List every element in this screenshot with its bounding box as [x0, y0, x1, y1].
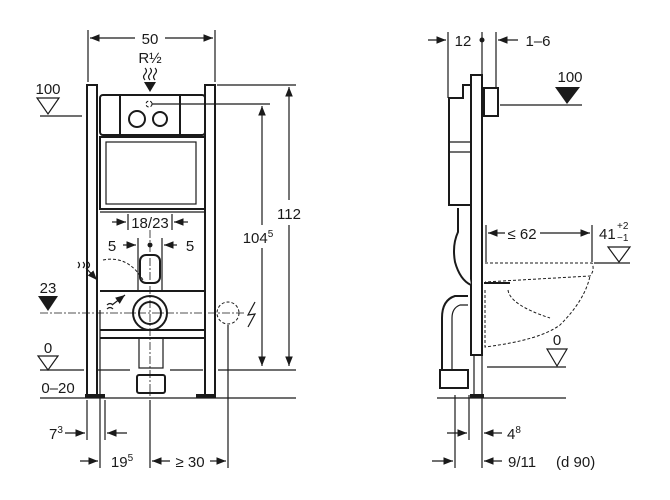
level-marker-open-icon	[35, 97, 61, 116]
width-label: 50	[142, 31, 159, 48]
floor-range-label: 0–20	[41, 380, 74, 397]
side-view: 12 1–6 100 ≤ 62 41 +2 −1 0	[428, 32, 632, 471]
seat-tolerance-plus: +2	[617, 221, 629, 232]
pipe-diameter-label: (d 90)	[556, 454, 595, 471]
level-marker-filled-icon	[38, 296, 58, 311]
level-0-label: 0	[44, 340, 52, 357]
level-100-label: 100	[35, 81, 60, 98]
height-112-label: 112	[277, 206, 301, 223]
pipe-offset-label: 9/11	[508, 454, 536, 471]
front-view: 50 R½ 100	[35, 30, 301, 471]
cistern-side	[448, 84, 472, 206]
frame-post-left	[86, 84, 98, 396]
electric-connection	[216, 301, 240, 325]
seat-tolerance-minus: −1	[617, 233, 629, 244]
depth-front-label: 12	[455, 33, 472, 50]
wc-seat-outline	[484, 262, 594, 283]
spacing-18-23-label: 18/23	[131, 215, 169, 232]
lightning-icon	[246, 301, 257, 328]
depth-panel-label: 1–6	[525, 33, 550, 50]
seat-height-label: 41	[599, 226, 616, 243]
level-marker-open-icon	[545, 348, 569, 368]
frame-side	[470, 74, 483, 356]
foot-offset-label: 73	[49, 425, 63, 443]
flush-pipe	[453, 208, 472, 286]
water-inlet-label: R½	[138, 50, 162, 67]
height-1045-label: 1045	[243, 229, 274, 247]
inspection-panel	[99, 136, 206, 210]
wc-bowl-outline	[484, 275, 591, 348]
water-supply-icon	[142, 67, 158, 92]
frame-offset-label: 48	[507, 425, 521, 443]
actuator-side	[483, 87, 499, 117]
level-marker-open-icon	[36, 355, 60, 372]
water-connection-icon	[77, 261, 126, 310]
drain-pipe	[136, 374, 166, 394]
projection-label: ≤ 62	[507, 226, 536, 243]
flush-button-large	[128, 110, 146, 128]
level-23-label: 23	[40, 280, 57, 297]
level-marker-filled-icon	[555, 87, 580, 104]
electric-offset-label: ≥ 30	[175, 454, 204, 471]
level-marker-open-icon	[606, 246, 632, 264]
level-0-side-label: 0	[553, 332, 561, 349]
frame-post-right	[204, 84, 216, 396]
drain-offset-label: 195	[111, 453, 134, 471]
level-100-side-label: 100	[557, 69, 582, 86]
spacing-right-label: 5	[186, 238, 194, 255]
flush-button-small	[152, 111, 168, 127]
drain-bend	[441, 295, 468, 370]
drain-pipe-side	[439, 369, 469, 389]
spacing-left-label: 5	[108, 238, 116, 255]
width-dimension: 50	[87, 30, 216, 82]
